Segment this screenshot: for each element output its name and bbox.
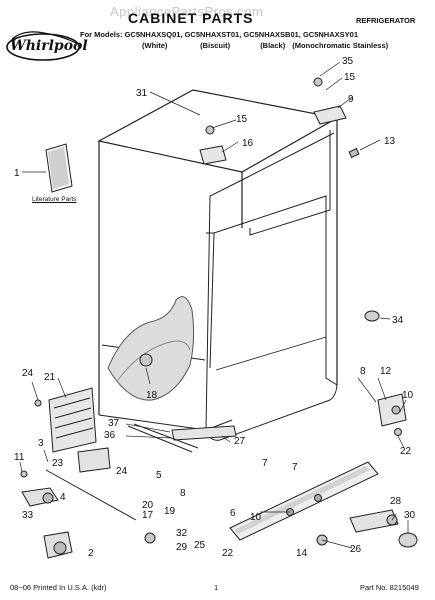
footer-part-number: Part No. 8215049: [360, 583, 419, 592]
callout-24a: 24: [22, 368, 34, 379]
callout-14: 14: [296, 548, 308, 559]
caster-wheel[interactable]: [398, 532, 418, 548]
plug-part[interactable]: [348, 147, 360, 159]
callout-22a: 22: [222, 548, 234, 559]
callout-24b: 24: [116, 466, 128, 477]
callout-36: 36: [104, 430, 116, 441]
callout-11: 11: [14, 452, 25, 463]
callout-15b: 15: [344, 72, 356, 83]
callout-35: 35: [342, 56, 354, 67]
rail-assembly[interactable]: [127, 423, 237, 453]
callout-3: 3: [38, 438, 44, 449]
page-title: CABINET PARTS: [128, 10, 254, 26]
screw-top-part[interactable]: [313, 77, 323, 87]
callout-27: 27: [234, 436, 246, 447]
screw-hinge-part[interactable]: [394, 428, 402, 436]
finish-stainless: (Monochromatic Stainless): [292, 41, 389, 50]
callout-7a: 7: [262, 458, 268, 469]
callout-12: 12: [380, 366, 392, 377]
callout-31: 31: [136, 88, 148, 99]
finish-black: (Black): [260, 41, 286, 50]
callout-8a: 8: [180, 488, 186, 499]
side-grille-panel[interactable]: [48, 387, 97, 453]
callout-21: 21: [44, 372, 56, 383]
finish-white: (White): [142, 41, 168, 50]
callout-23: 23: [52, 458, 64, 469]
callout-15a: 15: [236, 114, 248, 125]
bumper-part[interactable]: [364, 310, 380, 322]
callout-30: 30: [404, 510, 416, 521]
leader-lines: [19, 61, 409, 549]
callout-29: 29: [176, 542, 188, 553]
logo-text: Whirlpool: [10, 38, 88, 54]
top-hinge-bracket[interactable]: [199, 105, 347, 165]
callout-37: 37: [108, 418, 120, 429]
screw-panel-part[interactable]: [34, 399, 42, 407]
category-label: REFRIGERATOR: [356, 16, 416, 25]
literature-booklet[interactable]: [45, 143, 73, 193]
models-line: For Models: GC5NHAXSQ01, GC5NHAXST01, GC…: [80, 30, 358, 39]
finishes-line: (White) (Biscuit) (Black) (Monochromatic…: [142, 41, 388, 50]
nut-part[interactable]: [144, 532, 156, 544]
callout-6: 6: [230, 508, 236, 519]
logo-swirl-icon: [6, 31, 80, 61]
watermark-text: AppliancePartsPros.com: [110, 4, 264, 19]
footer-print-info: 08−06 Printed In U.S.A. (kdr): [10, 583, 107, 592]
callout-33: 33: [22, 510, 34, 521]
whirlpool-logo: Whirlpool: [4, 27, 88, 63]
callout-10a: 10: [402, 390, 414, 401]
toe-grille[interactable]: [229, 461, 379, 541]
callout-26: 26: [350, 544, 362, 555]
callout-28: 28: [390, 496, 402, 507]
callout-13: 13: [384, 136, 396, 147]
callout-4: 4: [60, 492, 66, 503]
cabinet-back-cutaway: [107, 296, 195, 401]
callout-32: 32: [176, 528, 188, 539]
grommet-part[interactable]: [139, 353, 153, 367]
callout-25: 25: [194, 540, 206, 551]
callout-20: 20: [142, 500, 154, 511]
callout-2: 2: [88, 548, 94, 559]
screw-leg-part[interactable]: [20, 470, 28, 478]
leveling-bracket-left[interactable]: [21, 469, 137, 559]
lower-hinge-left[interactable]: [77, 447, 111, 473]
callout-7b: 7: [292, 462, 298, 473]
literature-parts-label: Literature Parts: [32, 196, 77, 203]
screw-top-left-part[interactable]: [205, 125, 215, 135]
finish-biscuit: (Biscuit): [200, 41, 231, 50]
callout-10b: 10: [250, 512, 262, 523]
callout-19: 19: [164, 506, 176, 517]
callout-34: 34: [392, 315, 404, 326]
callout-9: 9: [348, 94, 354, 105]
footer-page-number: 1: [214, 583, 219, 592]
hinge-bracket-right[interactable]: [377, 393, 407, 427]
callout-1: 1: [14, 168, 20, 179]
callout-16: 16: [242, 138, 254, 149]
roller-assembly[interactable]: [349, 509, 399, 533]
callout-numbers: 1 2 3 4 5 6 7 7 8 8 9 10 10 11 12 13 14 …: [14, 56, 416, 559]
callout-8b: 8: [360, 366, 366, 377]
callout-18: 18: [146, 390, 158, 401]
callout-17: 17: [142, 510, 154, 521]
callout-5: 5: [156, 470, 162, 481]
callout-22b: 22: [400, 446, 412, 457]
